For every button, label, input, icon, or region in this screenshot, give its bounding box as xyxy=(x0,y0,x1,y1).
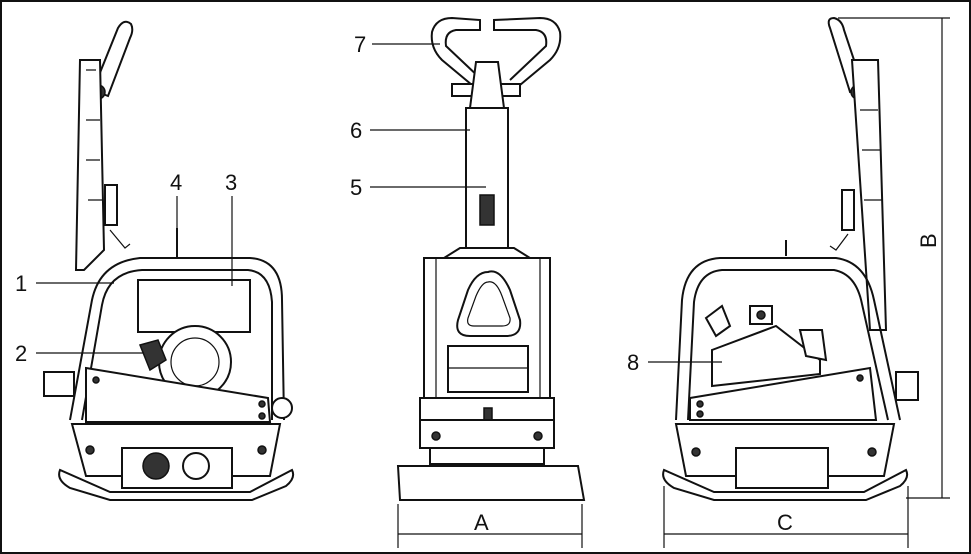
front-handle-left xyxy=(430,16,483,91)
front-column-base xyxy=(440,247,534,259)
label-5: 5 xyxy=(350,175,362,200)
front-exciter xyxy=(419,419,555,449)
front-bolt-2 xyxy=(533,431,543,441)
rear-throttle xyxy=(138,339,167,372)
side-bracket xyxy=(895,371,919,401)
side-mast-lines xyxy=(860,109,882,201)
front-column-lock xyxy=(479,194,495,226)
rear-hydraulic-block xyxy=(121,447,233,489)
rear-mast-lock xyxy=(104,184,118,226)
front-base-plate xyxy=(396,465,586,501)
rear-mast xyxy=(74,59,106,271)
rear-roll-cage-inner xyxy=(81,269,273,421)
rear-bolt-3 xyxy=(258,412,266,420)
label-2: 2 xyxy=(15,341,27,366)
rear-handle-grip xyxy=(91,20,134,98)
rear-side-knob xyxy=(271,397,293,419)
side-bolt-2 xyxy=(696,410,704,418)
side-housing xyxy=(689,366,878,421)
dim-a-label: A xyxy=(474,510,489,535)
side-lock-lever xyxy=(829,233,849,251)
label-7: 7 xyxy=(354,32,366,57)
side-switch xyxy=(756,310,766,320)
front-triangle-inner xyxy=(467,281,511,327)
front-handle-hub xyxy=(468,61,506,109)
front-engine-block xyxy=(447,345,529,393)
label-8: 8 xyxy=(627,350,639,375)
side-exciter-box xyxy=(735,447,829,489)
dim-b-label: B xyxy=(916,233,941,248)
label-4: 4 xyxy=(170,170,182,195)
side-engine-cover xyxy=(711,324,821,388)
rear-bolt-1 xyxy=(92,376,100,384)
rear-side-housing xyxy=(85,366,272,423)
rear-mast-lines xyxy=(86,69,102,201)
side-fuel-cap xyxy=(704,304,732,338)
front-triangle-frame xyxy=(456,270,522,337)
front-handle-right xyxy=(493,16,562,91)
label-3: 3 xyxy=(225,170,237,195)
front-column xyxy=(465,107,509,249)
label-1: 1 xyxy=(15,271,27,296)
rear-roll-cage xyxy=(69,257,285,421)
rear-lock-lever xyxy=(109,229,131,249)
side-roll-cage xyxy=(675,257,901,421)
rear-lower-bolt-2 xyxy=(257,445,267,455)
rear-base-plate xyxy=(58,468,295,501)
dim-c-label: C xyxy=(777,510,793,535)
rear-cover-plate xyxy=(137,279,251,333)
rear-bolt-2 xyxy=(258,400,266,408)
side-roll-cage-inner xyxy=(687,269,889,421)
rear-hydraulic-port-1 xyxy=(142,452,170,480)
side-mast-lock xyxy=(841,189,855,231)
side-bolt-3 xyxy=(856,374,864,382)
side-muffler xyxy=(798,329,828,362)
rear-side-bracket xyxy=(43,371,75,397)
front-bolt-1 xyxy=(431,431,441,441)
side-bolt-1 xyxy=(696,400,704,408)
rear-lower-bolt-1 xyxy=(85,445,95,455)
front-base-mount xyxy=(429,447,545,465)
front-view xyxy=(396,16,586,501)
label-6: 6 xyxy=(350,118,362,143)
side-lower-bolt-2 xyxy=(867,447,877,457)
rear-view xyxy=(43,20,295,501)
side-lower-bolt-1 xyxy=(691,447,701,457)
side-base-plate xyxy=(662,468,909,501)
rear-hydraulic-port-2 xyxy=(182,452,210,480)
side-view xyxy=(662,16,919,501)
side-mast xyxy=(850,59,888,331)
